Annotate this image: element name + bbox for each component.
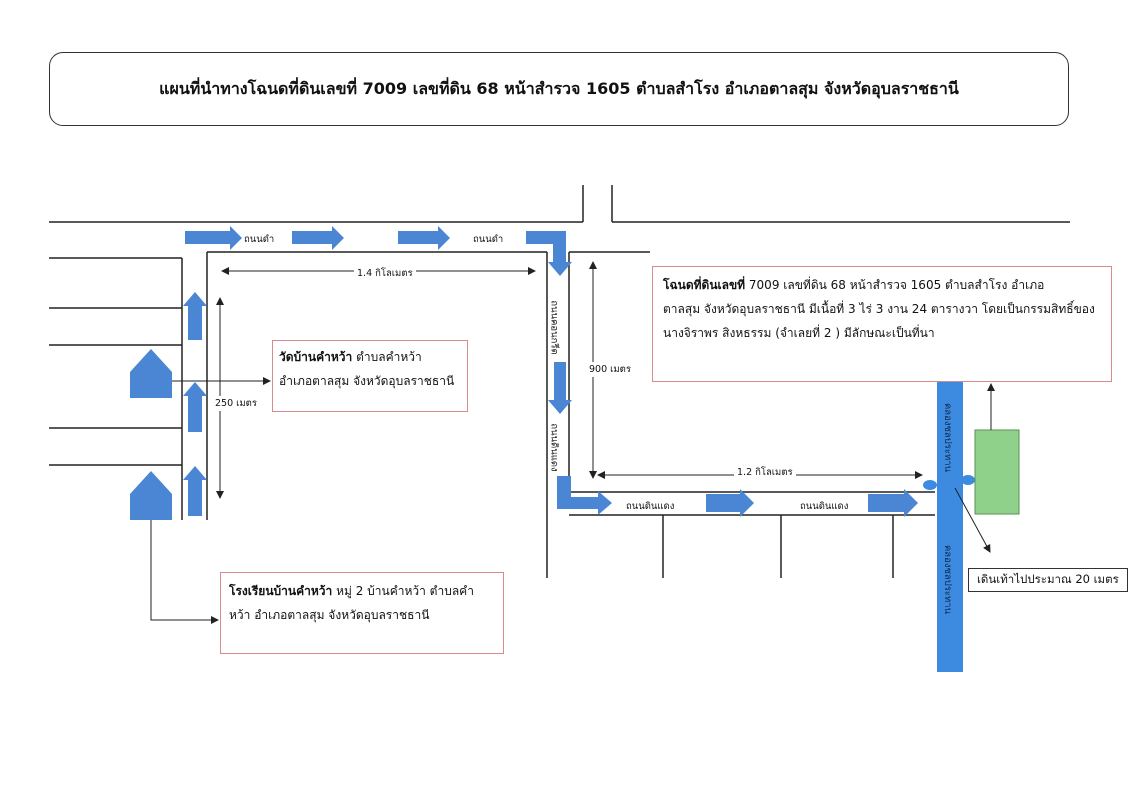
temple-line2: อำเภอตาลสุม จังหวัดอุบลราชธานี [279, 374, 455, 388]
distance-top-label: 1.4 กิโลเมตร [354, 266, 416, 281]
temple-house-icon [130, 349, 172, 398]
distance-bottom-label: 1.2 กิโลเมตร [734, 465, 796, 480]
canal-label-upper: คลองชลประทาน [942, 402, 954, 473]
school-line2: หว้า อำเภอตาลสุม จังหวัดอุบลราชธานี [229, 608, 430, 622]
canal-label-lower: คลองชลประทาน [942, 544, 954, 615]
distance-right-label: 900 เมตร [588, 362, 632, 377]
land-plot [974, 429, 1020, 515]
temple-note: วัดบ้านคำหว้า ตำบลคำหว้า อำเภอตาลสุม จัง… [272, 340, 468, 412]
temple-name: วัดบ้านคำหว้า [279, 350, 353, 364]
road-label-top-left: ถนนดำ [244, 234, 275, 245]
land-line2: ตาลสุม จังหวัดอุบลราชธานี มีเนื้อที่ 3 ไ… [663, 302, 1095, 316]
road-label-top-right: ถนนดำ [473, 234, 504, 245]
land-note: โฉนดที่ดินเลขที่ 7009 เลขที่ดิน 68 หน้าส… [652, 266, 1112, 382]
distance-left-label: 250 เมตร [214, 396, 258, 411]
school-house-icon [130, 471, 172, 520]
irrigation-canal [937, 382, 963, 672]
map-title: แผนที่นำทางโฉนดที่ดินเลขที่ 7009 เลขที่ด… [159, 78, 959, 98]
route-arrows [183, 226, 918, 517]
walk-pointer [954, 487, 991, 553]
crossing-marker-right [961, 475, 975, 485]
road-label-bottom-left: ถนนดินแดง [626, 501, 675, 512]
land-heading: โฉนดที่ดินเลขที่ [663, 278, 746, 292]
school-note: โรงเรียนบ้านคำหว้า หมู่ 2 บ้านคำหว้า ตำบ… [220, 572, 504, 654]
temple-line1: ตำบลคำหว้า [352, 350, 422, 364]
road-label-bottom-right: ถนนดินแดง [800, 501, 849, 512]
walk-note: เดินเท้าไปประมาณ 20 เมตร [968, 568, 1128, 592]
school-pointer [150, 520, 219, 624]
road-label-laterite-vertical: ถนนดินแดง [548, 423, 560, 472]
title-box: แผนที่นำทางโฉนดที่ดินเลขที่ 7009 เลขที่ด… [49, 52, 1069, 126]
school-name: โรงเรียนบ้านคำหว้า [229, 584, 333, 598]
land-line1: 7009 เลขที่ดิน 68 หน้าสำรวจ 1605 ตำบลสำโ… [745, 278, 1045, 292]
crossing-marker [923, 480, 937, 490]
school-line1: หมู่ 2 บ้านคำหว้า ตำบลคำ [332, 584, 474, 598]
road-label-concrete: ถนนคอนกรีต [548, 300, 560, 355]
land-line3: นางจิราพร สิงหธรรม (จำเลยที่ 2 ) มีลักษณ… [663, 326, 935, 340]
road-lines [49, 185, 1070, 578]
